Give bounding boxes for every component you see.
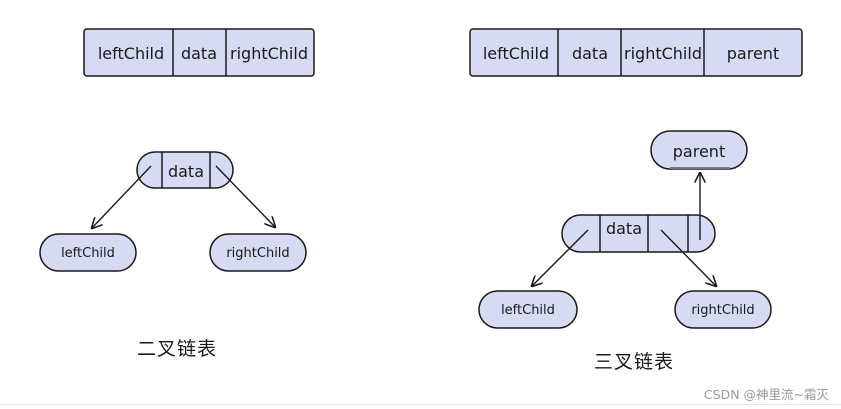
watermark: CSDN @神里流~霜灭 xyxy=(703,387,829,402)
ternary-node: data xyxy=(561,214,716,253)
binary-caption: 二叉链表 xyxy=(137,338,218,360)
binary-node-label: data xyxy=(168,162,204,181)
ternary-left-arrow xyxy=(532,229,589,286)
ternary-right-child-label: rightChild xyxy=(691,303,754,318)
binary-right-arrow xyxy=(215,165,275,227)
binary-left-child: leftChild xyxy=(39,233,137,272)
binary-left-arrow xyxy=(92,165,152,228)
ternary-left-child-label: leftChild xyxy=(501,303,555,318)
ternary-field-parent: parent xyxy=(727,44,779,63)
ternary-field-rightchild: rightChild xyxy=(624,44,702,63)
binary-left-child-label: leftChild xyxy=(61,246,115,261)
binary-field-data: data xyxy=(181,44,217,63)
binary-field-leftchild: leftChild xyxy=(98,44,164,63)
ternary-parent-node: parent xyxy=(650,130,748,170)
binary-field-rightchild: rightChild xyxy=(230,44,308,63)
ternary-right-child: rightChild xyxy=(674,290,772,329)
ternary-caption: 三叉链表 xyxy=(594,351,675,373)
ternary-struct-record: leftChild data rightChild parent xyxy=(469,28,803,77)
ternary-right-arrow xyxy=(660,229,716,286)
ternary-field-leftchild: leftChild xyxy=(483,44,549,63)
binary-right-child-label: rightChild xyxy=(226,246,289,261)
bottom-divider xyxy=(0,404,841,405)
binary-right-child: rightChild xyxy=(209,233,307,272)
ternary-left-child: leftChild xyxy=(478,290,578,329)
binary-struct-record: leftChild data rightChild xyxy=(83,28,315,77)
binary-node: data xyxy=(136,151,234,189)
ternary-field-data: data xyxy=(572,44,608,63)
ternary-parent-label: parent xyxy=(673,142,725,161)
ternary-node-label: data xyxy=(606,219,642,238)
